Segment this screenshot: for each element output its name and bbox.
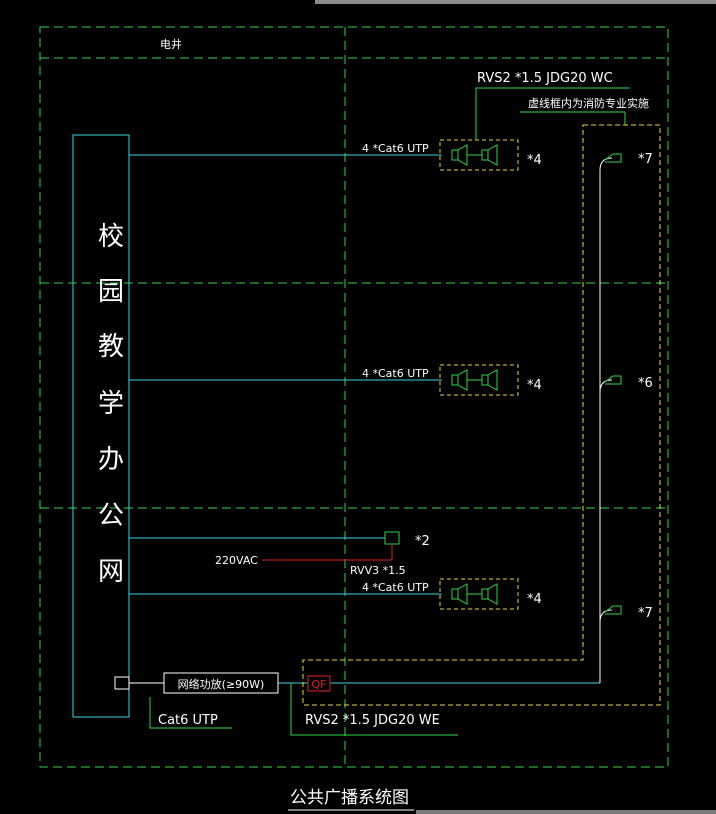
diagram-title: 公共广播系统图 [290,788,409,808]
floor-grid [39,26,669,768]
amplifier-label: 网络功放(≥90W) [178,677,265,691]
fire-speakers [604,153,622,615]
cat6-label-1: 4 *Cat6 UTP [362,142,429,155]
cat6-label-2: 4 *Cat6 UTP [362,367,429,380]
network-char-3: 教 [98,332,124,362]
power-cable-label: RVV3 *1.5 [350,564,406,577]
qf-label: QF [312,678,327,691]
network-label: 校 园 教 学 办 公 网 [98,222,124,587]
speaker-icon [481,583,498,605]
amp-cable-line [149,697,232,729]
amp-cable-label: Cat6 UTP [158,713,218,728]
cat6-label-3: 4 *Cat6 UTP [362,581,429,594]
fire-riser [599,157,613,683]
speaker-group-3 [439,578,519,610]
fire-note: 虚线框内为消防专业实施 [528,96,649,110]
network-port-icon [114,676,130,690]
small-speaker-icon [384,531,400,545]
cable-bottom-label: RVS2 *1.5 JDG20 WE [305,713,440,728]
speaker-icon [451,369,468,391]
speaker-icon [451,144,468,166]
fire-count-3: *7 [638,606,653,621]
speaker-icon [481,369,498,391]
top-scroll-bar [315,0,716,4]
bottom-cable-line [290,683,458,736]
speaker-count-2: *4 [527,378,542,393]
network-char-7: 网 [98,557,124,587]
qf-breaker [307,675,331,692]
speaker-group-1 [439,139,519,171]
speaker-group-2 [439,364,519,396]
cable-top-label: RVS2 *1.5 JDG20 WC [477,71,613,86]
speaker-count-1: *4 [527,153,542,168]
power-label: 220VAC [215,554,258,567]
fire-count-1: *7 [638,152,653,167]
network-char-5: 办 [98,445,124,475]
network-char-2: 园 [98,277,124,307]
ceiling-speaker-icon [604,153,622,163]
ceiling-speaker-icon [604,605,622,615]
feed-lines [129,154,600,684]
network-char-6: 公 [98,501,124,531]
fire-zone-boundary [302,124,661,706]
network-char-4: 学 [98,389,124,419]
ceiling-speaker-icon [604,375,622,385]
network-char-1: 校 [98,222,124,252]
speaker-icon [451,583,468,605]
amplifier-box [163,672,279,694]
shaft-label: 电井 [160,37,182,51]
fire-count-2: *6 [638,376,653,391]
top-cable-line [475,87,630,140]
bottom-scroll-bar [416,810,716,814]
network-cabinet [72,134,130,718]
speaker-icon [481,144,498,166]
speaker-count-3: *4 [527,592,542,607]
small-speaker-count: *2 [415,534,430,549]
